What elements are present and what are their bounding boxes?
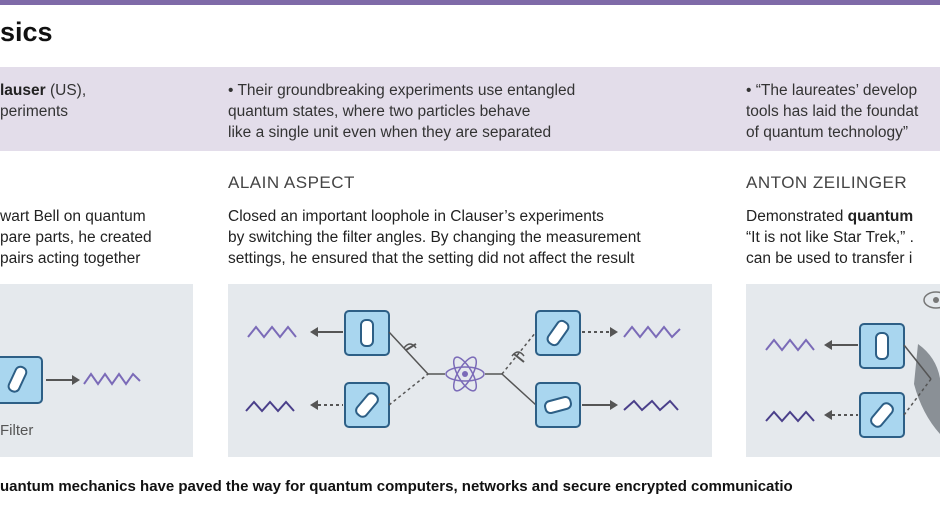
page-title: sics xyxy=(0,17,53,47)
filter-box xyxy=(859,323,905,369)
photon-wave-icon xyxy=(623,399,679,412)
arrow-icon xyxy=(582,327,618,337)
laureate-name-aspect: ALAIN ASPECT xyxy=(228,173,355,192)
clauser-diagram: Filter xyxy=(0,284,193,457)
band-col2: • Their groundbreaking experiments use e… xyxy=(228,80,575,143)
photon-wave-icon xyxy=(765,410,815,423)
col2-desc-line3: settings, he ensured that the setting di… xyxy=(228,250,635,267)
band-col1-line1-rest: (US), xyxy=(45,82,87,99)
filter-label: Filter xyxy=(0,422,33,439)
col2-desc-line2: by switching the filter angles. By chang… xyxy=(228,229,641,246)
beam-splitter-icon xyxy=(903,344,940,434)
band-col3-line2: tools has laid the foundat xyxy=(746,103,919,120)
laureate-name-zeilinger: ANTON ZEILINGER xyxy=(746,173,908,192)
summary-band xyxy=(0,67,940,151)
band-col2-line1: • Their groundbreaking experiments use e… xyxy=(228,82,576,99)
filter-box xyxy=(0,356,43,404)
col1-description: wart Bell on quantum pare parts, he crea… xyxy=(0,206,152,269)
filter-box xyxy=(535,382,581,428)
col1-desc-line1: wart Bell on quantum xyxy=(0,208,146,225)
accent-bar xyxy=(0,0,940,5)
switch-icon xyxy=(403,343,417,351)
col3-desc-line1-bold: quantum xyxy=(847,208,914,225)
band-col2-line2: quantum states, where two particles beha… xyxy=(228,103,531,120)
photon-wave-icon xyxy=(247,325,297,339)
arrow-icon xyxy=(310,327,343,337)
atom-icon xyxy=(445,356,485,392)
col3-desc-line2: “It is not like Star Trek,” . xyxy=(746,229,914,246)
aspect-diagram xyxy=(228,284,712,457)
band-col2-line3: like a single unit even when they are se… xyxy=(228,124,552,141)
arrow-icon xyxy=(582,400,618,410)
photon-wave-icon xyxy=(623,325,681,339)
filter-box xyxy=(859,392,905,438)
photon-wave-icon xyxy=(765,338,815,352)
arrow-icon xyxy=(824,410,858,420)
arrow-icon xyxy=(824,340,858,350)
arrow-icon xyxy=(310,400,343,410)
beam-path xyxy=(485,331,537,406)
col3-desc-line1-plain: Demonstrated xyxy=(746,208,848,225)
band-col3-line3: of quantum technology” xyxy=(746,124,908,141)
footer-caption: uantum mechanics have paved the way for … xyxy=(0,478,793,495)
col2-description: Closed an important loophole in Clauser’… xyxy=(228,206,641,269)
col2-desc-line1: Closed an important loophole in Clauser’… xyxy=(228,208,604,225)
filter-box xyxy=(535,310,581,356)
photon-wave-icon xyxy=(245,400,295,413)
col1-desc-line3: pairs acting together xyxy=(0,250,141,267)
photon-wave-icon xyxy=(83,372,141,386)
switch-icon xyxy=(511,351,525,363)
band-col1: lauser (US), periments xyxy=(0,80,86,122)
col1-desc-line2: pare parts, he created xyxy=(0,229,152,246)
laureate-name-clauser: lauser xyxy=(0,82,46,99)
arrow-icon xyxy=(46,375,80,385)
band-col3-line1: • “The laureates’ develop xyxy=(746,82,918,99)
beam-path xyxy=(388,331,445,406)
band-col3: • “The laureates’ develop tools has laid… xyxy=(746,80,918,143)
filter-box xyxy=(344,310,390,356)
col3-description: Demonstrated quantum “It is not like Sta… xyxy=(746,206,914,269)
band-col1-line2: periments xyxy=(0,103,69,120)
satellite-icon xyxy=(923,291,940,309)
zeilinger-diagram xyxy=(746,284,940,457)
col3-desc-line3: can be used to transfer i xyxy=(746,250,913,267)
filter-box xyxy=(344,382,390,428)
